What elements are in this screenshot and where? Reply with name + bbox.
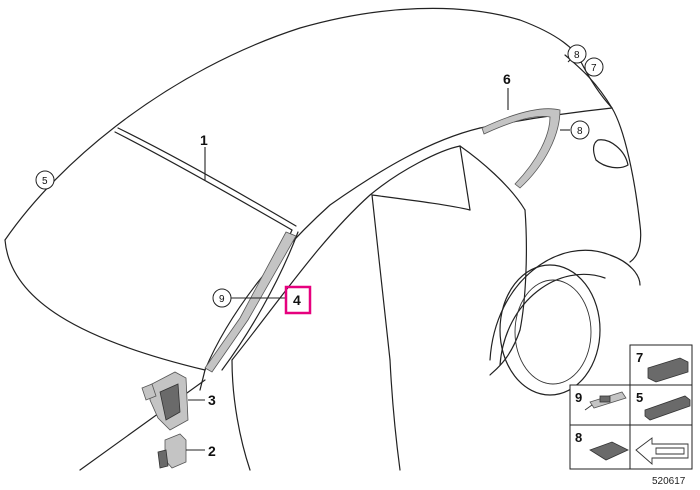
circled-callout-5: 5	[35, 170, 55, 190]
callout-1: 1	[200, 132, 208, 148]
legend-label-7: 7	[636, 350, 643, 365]
doc-number: 520617	[652, 476, 686, 487]
part-2-clip	[157, 433, 187, 469]
callout-2: 2	[208, 443, 216, 459]
circled-callout-8-top: 8	[567, 44, 587, 64]
svg-text:8: 8	[577, 126, 583, 137]
part-9-trim	[204, 231, 297, 373]
circled-callout-9: 9	[212, 288, 232, 308]
arrow-icon	[635, 437, 689, 465]
part-6-trim	[481, 108, 561, 189]
part-3-bracket	[141, 371, 189, 431]
svg-text:5: 5	[42, 176, 48, 187]
legend-item-5-icon	[644, 395, 691, 421]
svg-text:8: 8	[574, 50, 580, 61]
callout-4[interactable]: 4	[293, 292, 301, 308]
legend-label-9: 9	[575, 390, 582, 405]
legend-label-8: 8	[575, 430, 582, 445]
legend-label-5: 5	[636, 390, 643, 405]
legend-item-7-icon	[647, 357, 689, 383]
leader-lines	[186, 54, 576, 451]
legend-grid: 7 9 5 8	[569, 344, 693, 470]
legend-item-8-icon	[589, 441, 629, 461]
car-outline	[4, 7, 642, 471]
callout-3: 3	[208, 392, 216, 408]
highlight-box-4	[284, 285, 312, 315]
callout-6: 6	[503, 71, 511, 87]
circled-callout-8-mid: 8	[570, 120, 590, 140]
circled-callout-7: 7	[584, 57, 604, 77]
svg-text:7: 7	[591, 63, 597, 74]
svg-text:9: 9	[219, 294, 225, 305]
